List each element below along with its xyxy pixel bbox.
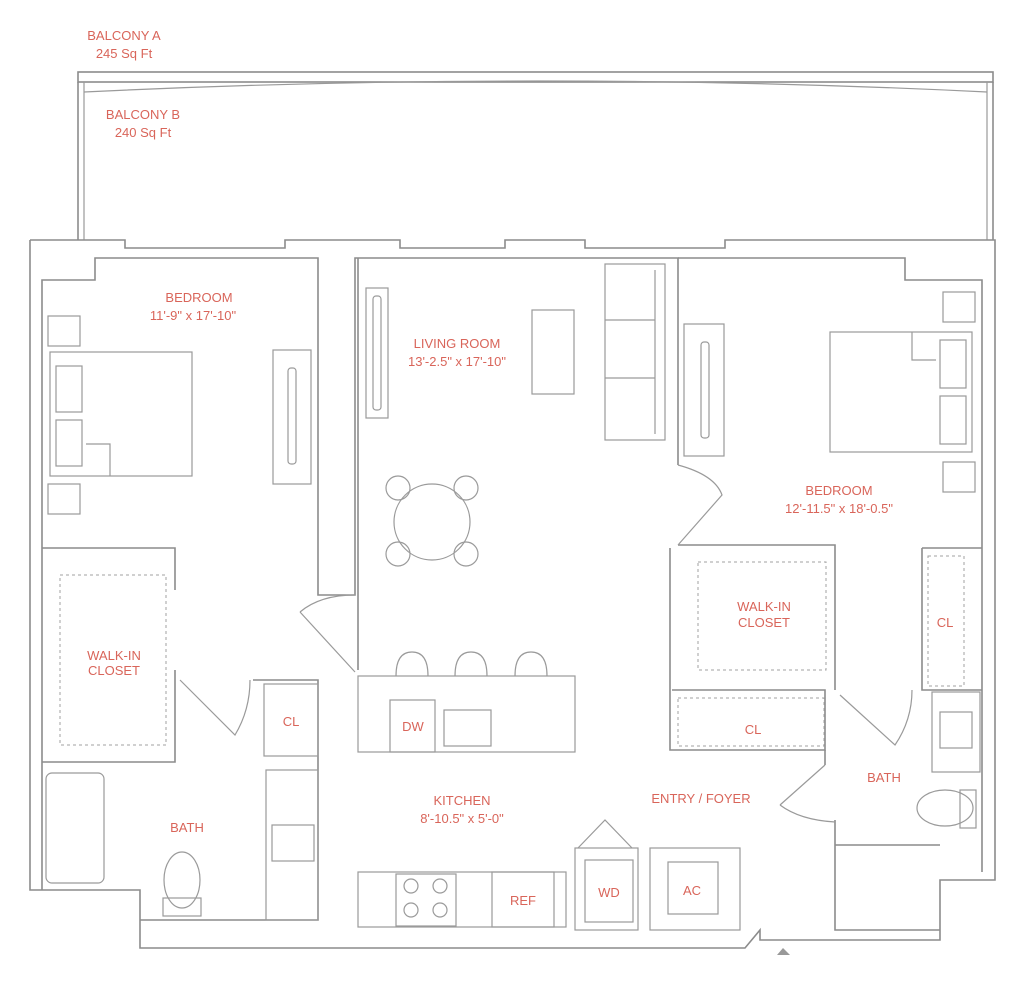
balcony (77, 71, 994, 240)
wd-label: WD (598, 885, 620, 900)
cl-right-bottom-label: CL (745, 722, 762, 737)
bedroom-right-dims: 12'-11.5" x 18'-0.5" (785, 501, 893, 516)
doors (179, 464, 913, 955)
bath-left-label: BATH (170, 820, 204, 835)
ref-label: REF (510, 893, 536, 908)
dw-label: DW (402, 719, 424, 734)
bath-right-label: BATH (867, 770, 901, 785)
walkin-right-label1: WALK-IN (737, 599, 791, 614)
bedroom-right-label: BEDROOM (805, 483, 872, 498)
cl-right-top-label: CL (937, 615, 954, 630)
kitchen-fixtures (357, 651, 741, 931)
room-labels: BALCONY A 245 Sq Ft BALCONY B 240 Sq Ft … (87, 28, 953, 908)
left-bedroom-furniture (45, 315, 319, 921)
ac-label: AC (683, 883, 701, 898)
living-room-label: LIVING ROOM (414, 336, 501, 351)
cl-left-label: CL (283, 714, 300, 729)
balcony-b-label: BALCONY B (106, 107, 180, 122)
entry-label: ENTRY / FOYER (651, 791, 750, 806)
kitchen-dims: 8'-10.5" x 5'-0" (420, 811, 504, 826)
walkin-left-label2: CLOSET (88, 663, 140, 678)
balcony-a-label: BALCONY A (87, 28, 161, 43)
bedroom-left-label: BEDROOM (165, 290, 232, 305)
balcony-a-area: 245 Sq Ft (96, 46, 153, 61)
balcony-b-area: 240 Sq Ft (115, 125, 172, 140)
kitchen-label: KITCHEN (433, 793, 490, 808)
living-room-dims: 13'-2.5" x 17'-10" (408, 354, 506, 369)
bedroom-left-dims: 11'-9" x 17'-10" (150, 308, 237, 323)
walkin-right-label2: CLOSET (738, 615, 790, 630)
living-room-furniture (365, 263, 666, 567)
exterior-walls (29, 239, 996, 949)
walkin-left-label1: WALK-IN (87, 648, 141, 663)
right-bedroom-furniture (677, 291, 981, 829)
